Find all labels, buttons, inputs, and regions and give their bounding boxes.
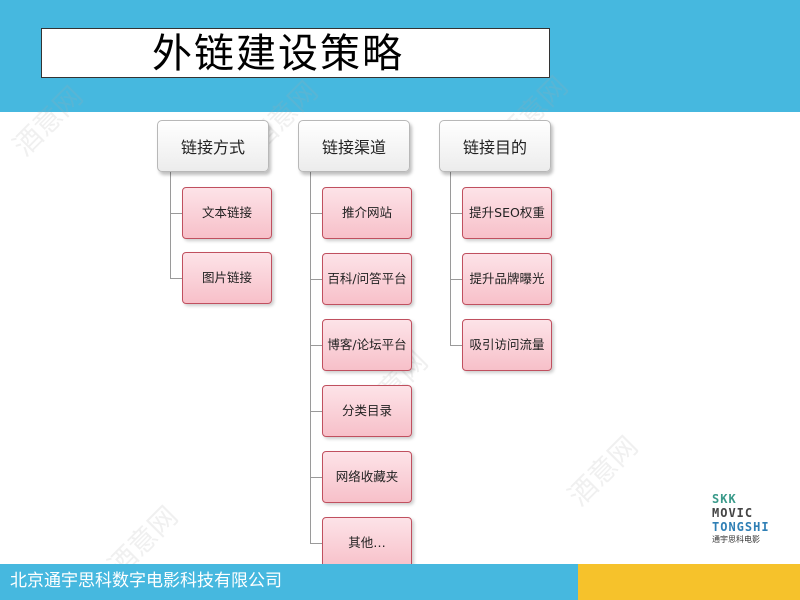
connector-line: [450, 172, 451, 345]
connector-line: [310, 411, 322, 412]
node-text-link: 文本链接: [182, 187, 272, 239]
connector-line: [170, 278, 182, 279]
connector-line: [310, 345, 322, 346]
company-name: 北京通宇思科数字电影科技有限公司: [10, 571, 282, 591]
node-wiki-qa: 百科/问答平台: [322, 253, 412, 305]
node-seo-weight: 提升SEO权重: [462, 187, 552, 239]
footer-band-yellow: [578, 564, 800, 600]
node-brand-exposure: 提升品牌曝光: [462, 253, 552, 305]
watermark: 酒意网: [561, 429, 645, 513]
connector-line: [450, 279, 462, 280]
node-blog-forum: 博客/论坛平台: [322, 319, 412, 371]
node-traffic: 吸引访问流量: [462, 319, 552, 371]
logo-line-3: TONGSHI: [712, 520, 770, 534]
logo-line-2: MOVIC: [712, 506, 754, 520]
node-others: 其他…: [322, 517, 412, 569]
connector-line: [310, 279, 322, 280]
connector-line: [450, 345, 462, 346]
connector-line: [170, 172, 171, 278]
connector-line: [450, 213, 462, 214]
node-recommend-site: 推介网站: [322, 187, 412, 239]
connector-line: [310, 213, 322, 214]
node-image-link: 图片链接: [182, 252, 272, 304]
logo-subtitle: 通宇思科电影: [712, 535, 760, 544]
connector-line: [170, 213, 182, 214]
connector-line: [310, 477, 322, 478]
page-title: 外链建设策略: [152, 31, 404, 77]
node-link-method: 链接方式: [157, 120, 269, 172]
node-directory: 分类目录: [322, 385, 412, 437]
node-link-purpose: 链接目的: [439, 120, 551, 172]
logo-line-1: SKK: [712, 492, 737, 506]
node-bookmarks: 网络收藏夹: [322, 451, 412, 503]
company-logo: SKK MOVIC TONGSHI 通宇思科电影: [712, 492, 800, 554]
node-link-channel: 链接渠道: [298, 120, 410, 172]
connector-line: [310, 172, 311, 544]
footer-band-blue: [0, 564, 578, 600]
title-box: 外链建设策略: [41, 28, 550, 78]
connector-line: [310, 543, 322, 544]
